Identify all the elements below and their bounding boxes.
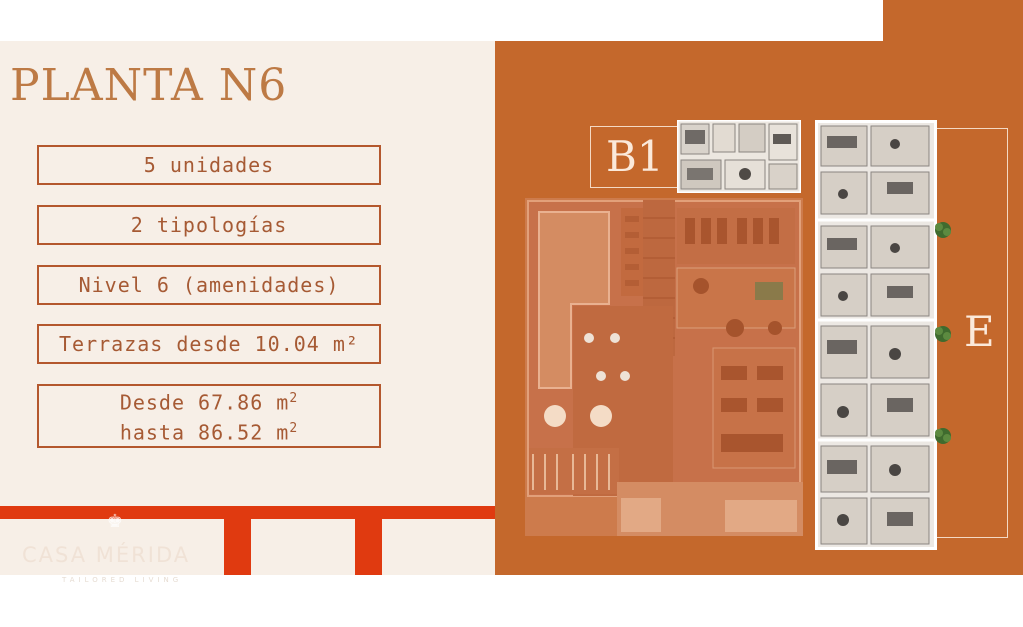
brand-tagline: TAILORED LIVING xyxy=(62,576,183,584)
feature-box-typologies: 2 tipologías xyxy=(37,205,381,245)
feature-level-text: Nivel 6 (amenidades) xyxy=(78,273,340,297)
amenities-plan xyxy=(525,198,803,536)
red-post-right xyxy=(355,506,382,575)
feature-units-text: 5 unidades xyxy=(143,153,275,177)
page-title: PLANTA N6 xyxy=(10,60,288,111)
planter-column xyxy=(935,222,951,444)
area-min-line: Desde 67.86 m2 xyxy=(120,386,298,416)
feature-terraces-text: Terrazas desde 10.04 m² xyxy=(59,332,359,356)
top-orange-band xyxy=(883,0,1023,41)
feature-box-units: 5 unidades xyxy=(37,145,381,185)
info-panel xyxy=(0,41,495,575)
red-post-left xyxy=(224,506,251,575)
feature-box-terraces: Terrazas desde 10.04 m² xyxy=(37,324,381,364)
feature-typologies-text: 2 tipologías xyxy=(130,213,288,237)
e-unit-stack-plan xyxy=(815,120,937,550)
feature-box-level: Nivel 6 (amenidades) xyxy=(37,265,381,305)
brand-crest-icon: ♚ xyxy=(106,511,124,532)
area-max-text: hasta 86.52 m xyxy=(119,420,290,445)
area-min-text: Desde 67.86 m xyxy=(119,391,290,415)
e-label: E xyxy=(964,307,995,356)
b1-unit-plan xyxy=(677,120,801,193)
feature-box-areas: Desde 67.86 m2 hasta 86.52 m2 xyxy=(37,384,381,448)
brand-name: CASA MÉRIDA xyxy=(22,543,191,567)
top-white-band xyxy=(0,0,883,41)
area-max-unit-sup: 2 xyxy=(289,421,299,436)
b1-label: B1 xyxy=(606,132,664,181)
area-max-line: hasta 86.52 m2 xyxy=(120,416,298,446)
area-min-unit-sup: 2 xyxy=(289,391,299,407)
